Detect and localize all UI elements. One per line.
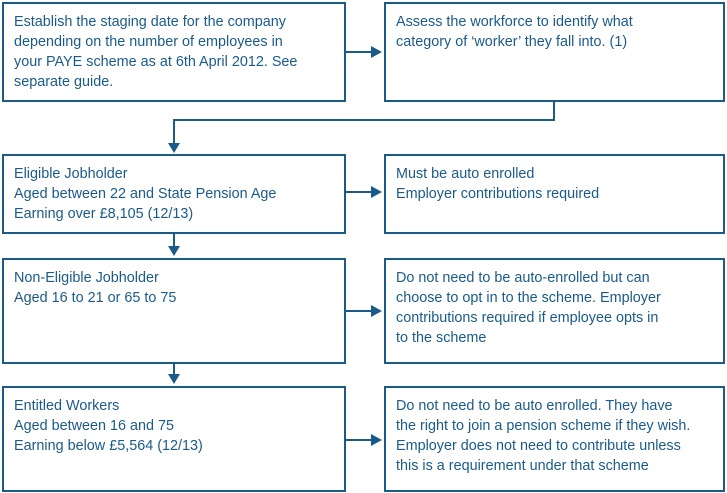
non-eligible-jobholder-box: Non-Eligible Jobholder Aged 16 to 21 or … (2, 258, 346, 364)
connector-assess-to-eligible (173, 102, 555, 144)
entitled-workers-box: Entitled Workers Aged between 16 and 75 … (2, 386, 346, 492)
non-eligible-outcome-box: Do not need to be auto-enrolled but can … (384, 258, 725, 364)
arrowhead-4 (168, 246, 180, 256)
arrowhead-5 (371, 305, 382, 317)
staging-date-box: Establish the staging date for the compa… (2, 2, 346, 102)
arrowhead-7 (371, 434, 382, 446)
entitled-outcome-box: Do not need to be auto enrolled. They ha… (384, 386, 725, 492)
eligible-outcome-box: Must be auto enrolled Employer contribut… (384, 154, 725, 234)
arrowhead-3 (371, 186, 382, 198)
arrowhead-2 (168, 143, 180, 153)
eligible-jobholder-box: Eligible Jobholder Aged between 22 and S… (2, 154, 346, 234)
assess-workforce-box: Assess the workforce to identify what ca… (384, 2, 725, 102)
arrowhead-6 (168, 374, 180, 384)
arrowhead-1 (371, 46, 382, 58)
